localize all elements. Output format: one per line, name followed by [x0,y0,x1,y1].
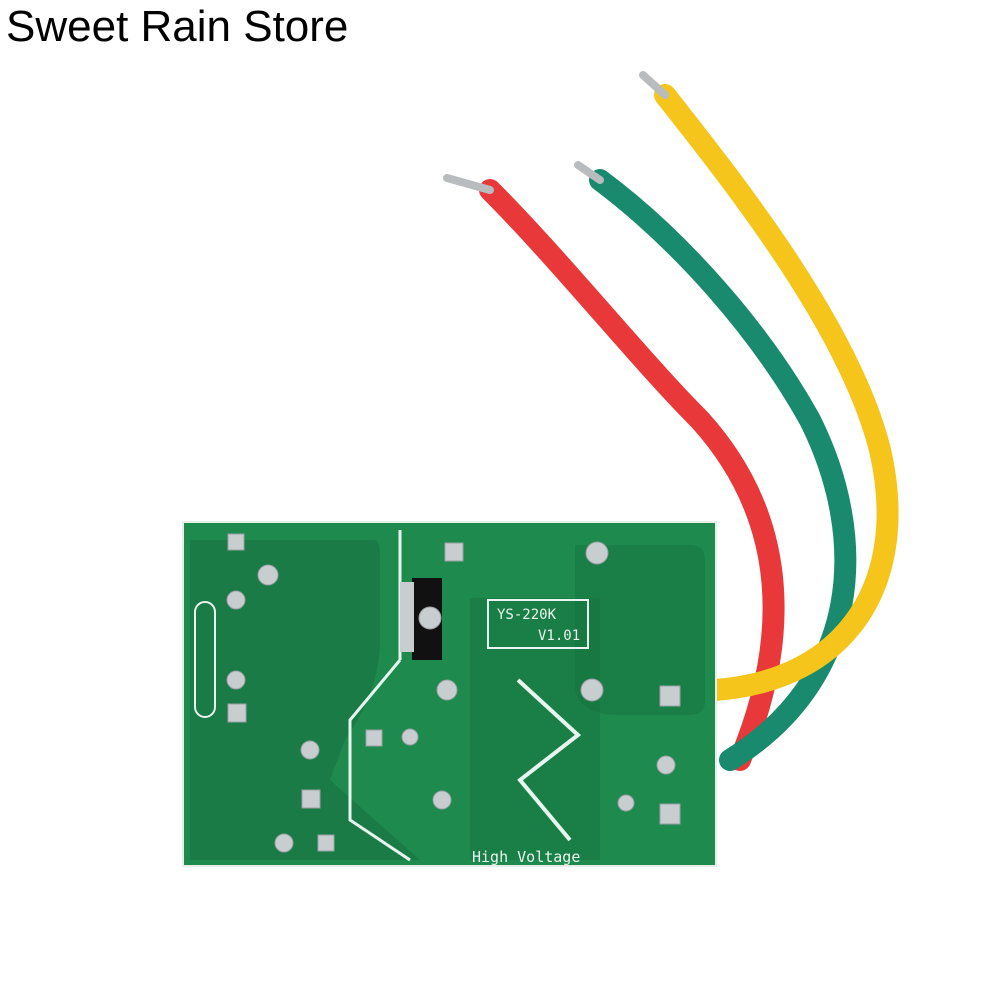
board-version-label: V1.01 [538,628,580,644]
wires [443,71,899,771]
red-wire [479,179,785,771]
high-voltage-label: High Voltage [472,848,580,866]
store-watermark: Sweet Rain Store [6,2,349,51]
yellow-wire-tip [639,71,669,99]
pcb-board: YS-220K V1.01 High Voltage [182,521,717,867]
red-wire-tip [443,174,494,194]
yellow-wire [654,84,899,701]
board-model-label: YS-220K [497,607,557,623]
green-wire [589,169,857,771]
green-wire-tip [574,161,604,184]
